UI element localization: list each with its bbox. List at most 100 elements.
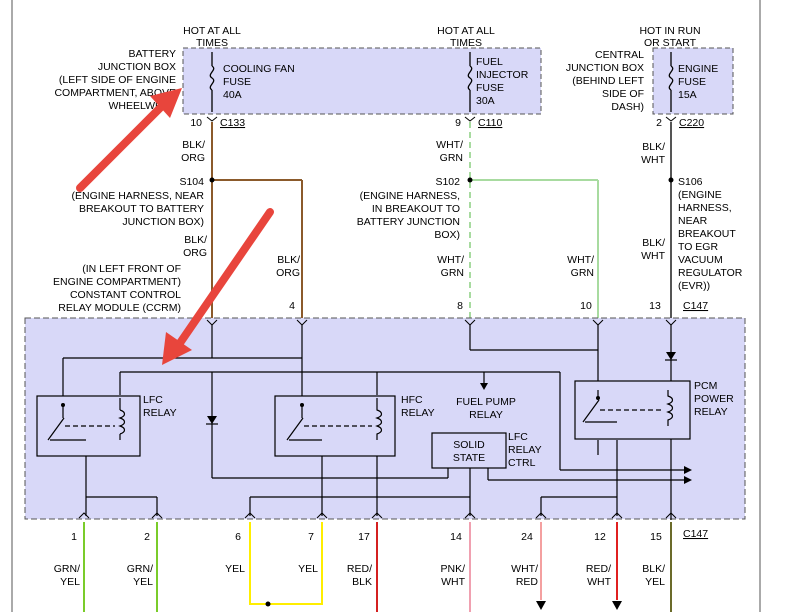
central-junction-box-label: CENTRAL JUNCTION BOX (BEHIND LEFT SIDE O…	[566, 49, 645, 113]
bw-14-a: PNK/	[440, 563, 465, 575]
svg-text:INJECTOR: INJECTOR	[476, 69, 529, 81]
fuse1-label: COOLING FAN FUSE 40A	[223, 63, 295, 101]
battery-junction-box	[182, 47, 542, 115]
top-pin-8: 8	[457, 300, 463, 312]
fuse2-label: FUEL INJECTOR FUSE 30A	[476, 56, 529, 107]
top-conn: C147	[683, 300, 708, 312]
svg-text:FUSE: FUSE	[223, 76, 251, 88]
s106-desc-4: BREAKOUT	[678, 228, 736, 240]
svg-text:(LEFT SIDE OF ENGINE: (LEFT SIDE OF ENGINE	[59, 74, 176, 86]
solid-state-box	[431, 432, 507, 469]
red-wht-arrow-icon	[612, 601, 622, 610]
bottom-conn: C147	[683, 528, 708, 540]
hfc-relay-box	[274, 395, 396, 457]
right-arrow-2	[684, 466, 692, 474]
s102-desc-4: BOX)	[434, 229, 460, 241]
svg-text:FUEL: FUEL	[476, 56, 503, 68]
bottom-pin-12: 12	[594, 531, 606, 543]
top-pin-13: 13	[649, 300, 661, 312]
hfc-label-1: HFC	[401, 394, 423, 406]
s104-id: S104	[179, 176, 204, 188]
fuse2-pin: 9	[455, 117, 461, 129]
w3-label-2: WHT	[641, 154, 665, 166]
solid-state-label-1: SOLID	[453, 439, 485, 451]
solid-state-label-2: STATE	[453, 452, 485, 464]
s106-desc-7: REGULATOR	[678, 267, 743, 279]
bw-14-b: WHT	[441, 576, 465, 588]
lfc-relay-box	[36, 395, 141, 457]
wht-red-arrow-icon	[536, 601, 546, 610]
svg-text:15A: 15A	[678, 89, 697, 101]
mid-b-1: BLK/	[277, 254, 300, 266]
bw-2-a: GRN/	[127, 563, 153, 575]
bottom-wires	[83, 522, 672, 612]
s106-dot	[668, 177, 674, 183]
w2-label-1: WHT/	[436, 139, 463, 151]
battery-junction-box-label: BATTERY JUNCTION BOX (LEFT SIDE OF ENGIN…	[54, 48, 176, 112]
w1-label-2: ORG	[181, 152, 205, 164]
s104-desc-2: BREAKOUT TO BATTERY	[79, 203, 204, 215]
svg-text:JUNCTION BOX: JUNCTION BOX	[98, 61, 176, 73]
s104-desc-1: (ENGINE HARNESS, NEAR	[72, 190, 205, 202]
svg-text:BATTERY: BATTERY	[129, 48, 176, 60]
fuse1-conn: C133	[220, 117, 245, 129]
annotation-arrow-2	[162, 208, 274, 365]
top-pin-10: 10	[580, 300, 592, 312]
bw-17-a: RED/	[347, 563, 372, 575]
svg-text:FUSE: FUSE	[476, 82, 504, 94]
svg-text:CONSTANT CONTROL: CONSTANT CONTROL	[70, 289, 181, 301]
diode-icon-ccrm	[206, 416, 218, 425]
bw-15-a: BLK/	[642, 563, 665, 575]
bw-1-a: GRN/	[54, 563, 80, 575]
bw-17-b: BLK	[352, 576, 372, 588]
bottom-pin-17: 17	[358, 531, 370, 543]
s102-desc-1: (ENGINE HARNESS,	[360, 190, 460, 202]
mid-a-1: BLK/	[184, 234, 207, 246]
svg-text:ENGINE: ENGINE	[678, 63, 718, 75]
lfc-label-2: RELAY	[143, 407, 177, 419]
fuse3-label: ENGINE FUSE 15A	[678, 63, 718, 101]
yel-splice-dot	[265, 601, 271, 607]
w2-label-2: GRN	[440, 152, 463, 164]
s106-desc-8: (EVR))	[678, 280, 710, 292]
internal-wiring	[62, 325, 688, 520]
mid-c-1: WHT/	[437, 254, 464, 266]
mid-e-2: WHT	[641, 250, 665, 262]
mid-c-2: GRN	[441, 267, 464, 279]
hfc-label-2: RELAY	[401, 407, 435, 419]
relay-internals	[47, 390, 674, 441]
pcm-label-1: PCM	[694, 380, 717, 392]
s106-desc-3: NEAR	[678, 215, 708, 227]
bottom-pin-7: 7	[308, 531, 314, 543]
s106-desc-6: VACUUM	[678, 254, 723, 266]
bw-6-a: YEL	[225, 563, 245, 575]
fuse3-conn: C220	[679, 117, 704, 129]
mid-d-1: WHT/	[567, 254, 594, 266]
bottom-pin-15: 15	[650, 531, 662, 543]
bottom-connector-chevrons	[78, 512, 677, 519]
w3-label-1: BLK/	[642, 141, 665, 153]
mid-b-2: ORG	[276, 267, 300, 279]
s104-desc-3: JUNCTION BOX)	[122, 216, 204, 228]
bottom-pin-1: 1	[71, 531, 77, 543]
svg-text:COMPARTMENT, ABOVE: COMPARTMENT, ABOVE	[54, 87, 176, 99]
fuse3-hot-line2: OR START	[644, 37, 697, 49]
svg-text:ENGINE COMPARTMENT): ENGINE COMPARTMENT)	[53, 276, 181, 288]
s104-dot	[209, 177, 215, 183]
pcm-label-3: RELAY	[694, 406, 728, 418]
bw-7-a: YEL	[298, 563, 318, 575]
bw-2-b: YEL	[133, 576, 153, 588]
svg-text:40A: 40A	[223, 89, 242, 101]
lfc-ctrl-label-1: LFC	[508, 431, 528, 443]
s102-id: S102	[435, 176, 460, 188]
lfc-ctrl-label-2: RELAY	[508, 444, 542, 456]
bw-24-b: RED	[516, 576, 539, 588]
fuse1-hot-line1: HOT AT ALL	[183, 25, 241, 37]
mid-d-2: GRN	[571, 267, 594, 279]
bw-12-b: WHT	[587, 576, 611, 588]
annotation-arrow-1	[76, 88, 182, 192]
mid-a-2: ORG	[183, 247, 207, 259]
bw-1-b: YEL	[60, 576, 80, 588]
fuse2-hot-line1: HOT AT ALL	[437, 25, 495, 37]
fuel-pump-label-2: RELAY	[469, 409, 503, 421]
